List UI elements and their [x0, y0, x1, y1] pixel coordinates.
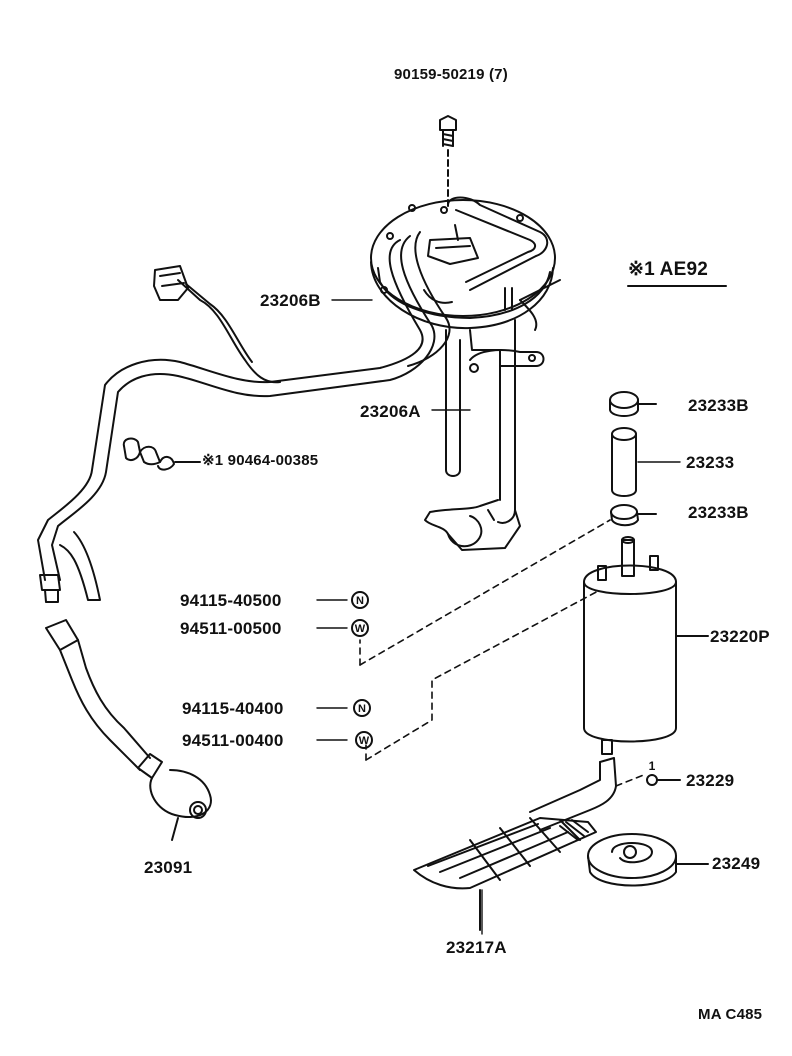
washer-symbol-500	[351, 619, 369, 637]
leader-lines	[316, 299, 681, 935]
damper-part	[587, 833, 709, 887]
part-label-damper: 23249	[712, 854, 761, 873]
part-label-gage-assembly: 23206B	[260, 291, 321, 310]
part-label-washer-400: 94511-00400	[182, 731, 284, 750]
washer-symbol-400	[355, 731, 373, 749]
part-label-cushion-tube: 23233	[686, 453, 735, 472]
cushion-parts	[609, 391, 657, 527]
part-label-pipe: 23206A	[360, 402, 421, 421]
relation-lines	[359, 519, 647, 787]
part-label-pump: 23220P	[710, 627, 770, 646]
bolt-part	[439, 115, 457, 211]
part-label-bolt: 90159-50219 (7)	[394, 66, 508, 83]
nut-symbol-text: N	[356, 595, 364, 607]
diagram-reference-code: MA C485	[698, 1006, 763, 1023]
part-label-nut-400: 94115-40400	[182, 699, 284, 718]
fuel-filter-part	[413, 757, 617, 931]
washer-symbol-text: W	[355, 623, 366, 635]
part-label-nut-500: 94115-40500	[180, 591, 282, 610]
part-label-cushion-lower: 23233B	[688, 503, 749, 522]
gage-assembly-part	[370, 196, 561, 331]
part-label-clip: 23229	[686, 771, 735, 790]
part-label-cushion-upper: 23233B	[688, 396, 749, 415]
nut-symbol-400	[353, 699, 371, 717]
wire-harness	[153, 265, 281, 384]
nut-symbol-500	[351, 591, 369, 609]
model-note-label: ※1 AE92	[628, 259, 708, 280]
fuel-hose-part	[45, 619, 212, 841]
fuel-pump-part	[583, 536, 709, 755]
nut-symbol-text: N	[358, 703, 366, 715]
fuel-pipes	[37, 231, 451, 603]
part-label-hose: 23091	[144, 858, 193, 877]
sender-pipe-part	[424, 319, 545, 551]
clip-part	[646, 774, 681, 786]
part-label-filter: 23217A	[446, 938, 507, 957]
clamp-part	[122, 437, 201, 471]
clip-index-text: 1	[649, 759, 656, 773]
part-label-washer-500: 94511-00500	[180, 619, 282, 638]
washer-symbol-text: W	[359, 735, 370, 747]
part-label-clamp: ※1 90464-00385	[202, 452, 319, 469]
